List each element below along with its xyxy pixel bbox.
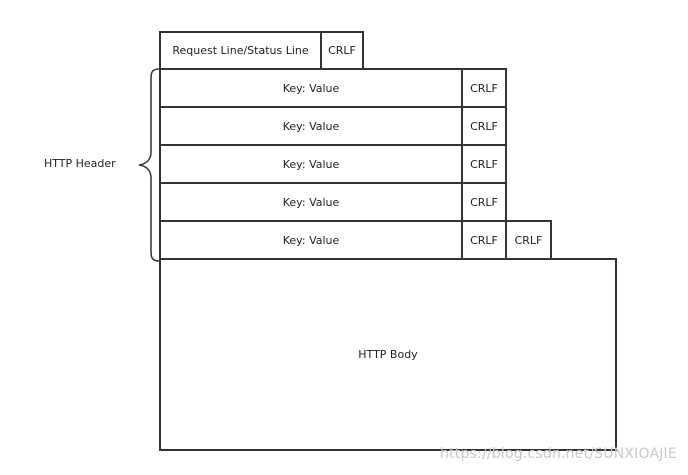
header-end-crlf-label: CRLF (514, 233, 543, 247)
header-field-crlf-label: CRLF (470, 119, 498, 133)
header-field-crlf-label: CRLF (470, 195, 498, 209)
brace-path (138, 68, 160, 262)
header-field-crlf-cell: CRLF (461, 144, 507, 184)
header-end-crlf-cell: CRLF (505, 220, 552, 260)
header-field-cell: Key: Value (159, 144, 463, 184)
header-field-label: Key: Value (282, 195, 340, 209)
start-line-crlf-cell: CRLF (320, 31, 364, 70)
http-body-cell: HTTP Body (159, 258, 617, 451)
header-field-label: Key: Value (282, 233, 340, 247)
header-field-crlf-cell: CRLF (461, 182, 507, 222)
start-line-label: Request Line/Status Line (172, 44, 309, 57)
header-field-crlf-cell: CRLF (461, 106, 507, 146)
header-field-cell: Key: Value (159, 220, 463, 260)
start-line-cell: Request Line/Status Line (159, 31, 322, 70)
header-field-label: Key: Value (282, 81, 340, 95)
header-field-crlf-cell: CRLF (461, 68, 507, 108)
header-field-crlf-label: CRLF (470, 157, 498, 171)
header-field-cell: Key: Value (159, 182, 463, 222)
watermark-text: https://blog.csdn.net/SUNXIOAJIE (440, 446, 677, 462)
http-body-label: HTTP Body (358, 348, 418, 361)
http-header-label: HTTP Header (44, 157, 116, 170)
header-field-crlf-label: CRLF (470, 233, 498, 247)
header-field-crlf-cell: CRLF (461, 220, 507, 260)
start-line-crlf-label: CRLF (328, 44, 356, 57)
header-field-cell: Key: Value (159, 68, 463, 108)
header-field-cell: Key: Value (159, 106, 463, 146)
header-brace (138, 68, 160, 262)
header-field-label: Key: Value (282, 119, 340, 133)
header-field-crlf-label: CRLF (470, 81, 498, 95)
header-field-label: Key: Value (282, 157, 340, 171)
